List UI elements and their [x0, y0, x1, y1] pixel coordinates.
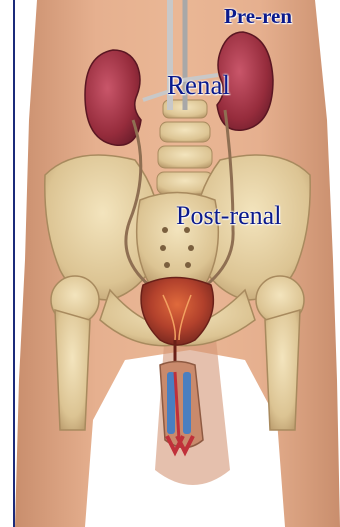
postrenal-label: Post-renal [176, 201, 281, 231]
prerenal-label: Pre-ren [224, 4, 292, 29]
lumbar-spine [157, 100, 213, 194]
renal-label: Renal [167, 70, 230, 101]
